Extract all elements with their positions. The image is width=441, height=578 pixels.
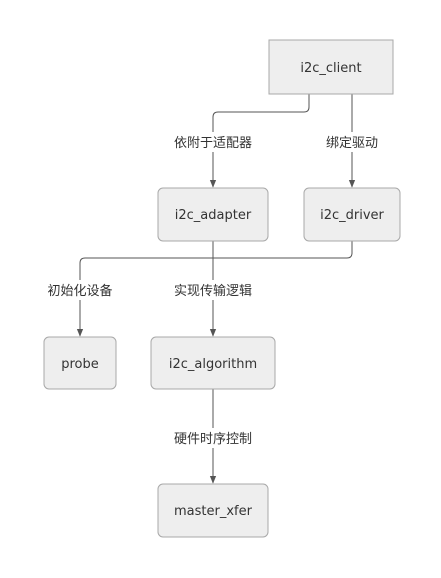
node-master-xfer: master_xfer	[157, 483, 269, 538]
edge-algorithm-to-master-xfer: 硬件时序控制	[162, 389, 264, 484]
edge-client-to-adapter: 依附于适配器	[160, 94, 310, 188]
node-label-i2c-adapter: i2c_adapter	[175, 208, 252, 223]
edge-driver-to-probe: 初始化设备	[36, 241, 353, 337]
node-label-i2c-client: i2c_client	[300, 61, 361, 76]
edge-label-bind-driver: 绑定驱动	[326, 136, 378, 151]
edge-adapter-to-algorithm: 实现传输逻辑	[162, 241, 264, 337]
edge-client-to-driver: 绑定驱动	[314, 94, 390, 188]
edge-label-transfer-logic: 实现传输逻辑	[174, 283, 252, 299]
node-label-probe: probe	[61, 357, 99, 372]
node-i2c-client: i2c_client	[268, 39, 394, 95]
edge-label-init-device: 初始化设备	[47, 283, 112, 299]
node-i2c-driver: i2c_driver	[303, 187, 401, 242]
node-probe: probe	[43, 336, 117, 390]
node-label-i2c-driver: i2c_driver	[320, 208, 384, 223]
edge-label-timing-control: 硬件时序控制	[174, 432, 252, 447]
node-i2c-adapter: i2c_adapter	[157, 187, 269, 242]
edge-label-attach-adapter: 依附于适配器	[174, 136, 252, 151]
node-i2c-algorithm: i2c_algorithm	[150, 336, 276, 390]
node-label-i2c-algorithm: i2c_algorithm	[169, 357, 257, 372]
node-label-master-xfer: master_xfer	[174, 504, 253, 519]
